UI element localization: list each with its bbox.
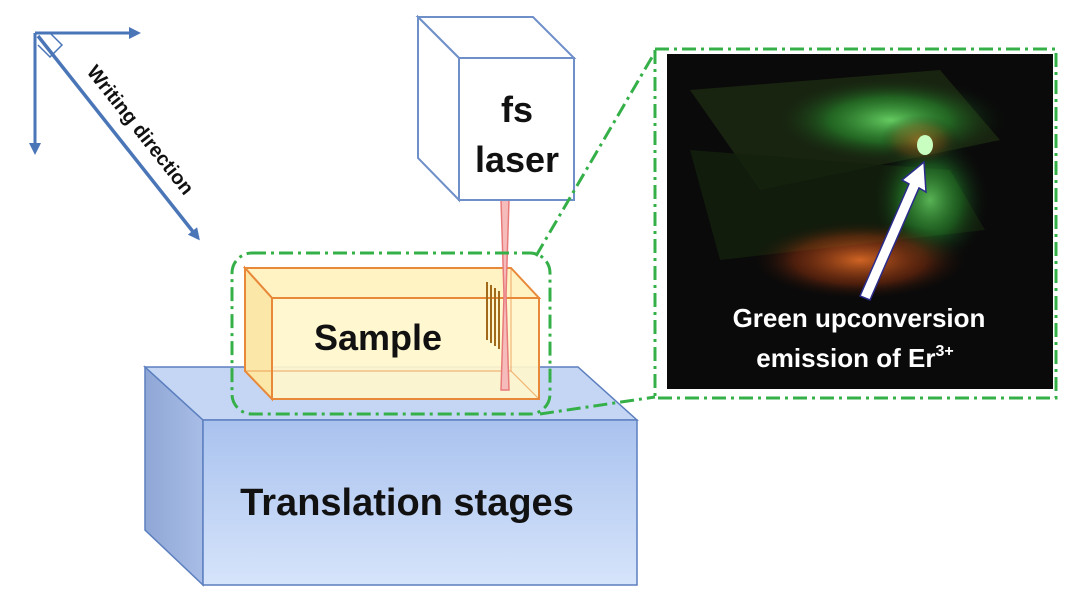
diagonal-double-arrow-icon [36,34,200,241]
emission-photo-inset [667,54,1053,389]
inset-caption-superscript: 3+ [935,343,953,360]
sample-label: Sample [314,317,442,358]
inset-caption-line2-text: emission of Er [756,343,935,373]
translation-stages-label: Translation stages [240,482,574,524]
zoom-indicator [230,47,1058,416]
fs-laser-label-line2: laser [475,139,559,180]
inset-caption-line1: Green upconversion [733,303,986,333]
xy-axis-arrows-icon [29,27,141,155]
white-arrow-icon [859,160,927,301]
fs-laser-box [415,14,577,203]
fs-laser-label-line1: fs [501,89,533,130]
waveguide-tracks [486,282,500,349]
writing-direction-label: Writing direction [82,61,198,199]
inset-caption-line2: emission of Er3+ [756,343,953,373]
